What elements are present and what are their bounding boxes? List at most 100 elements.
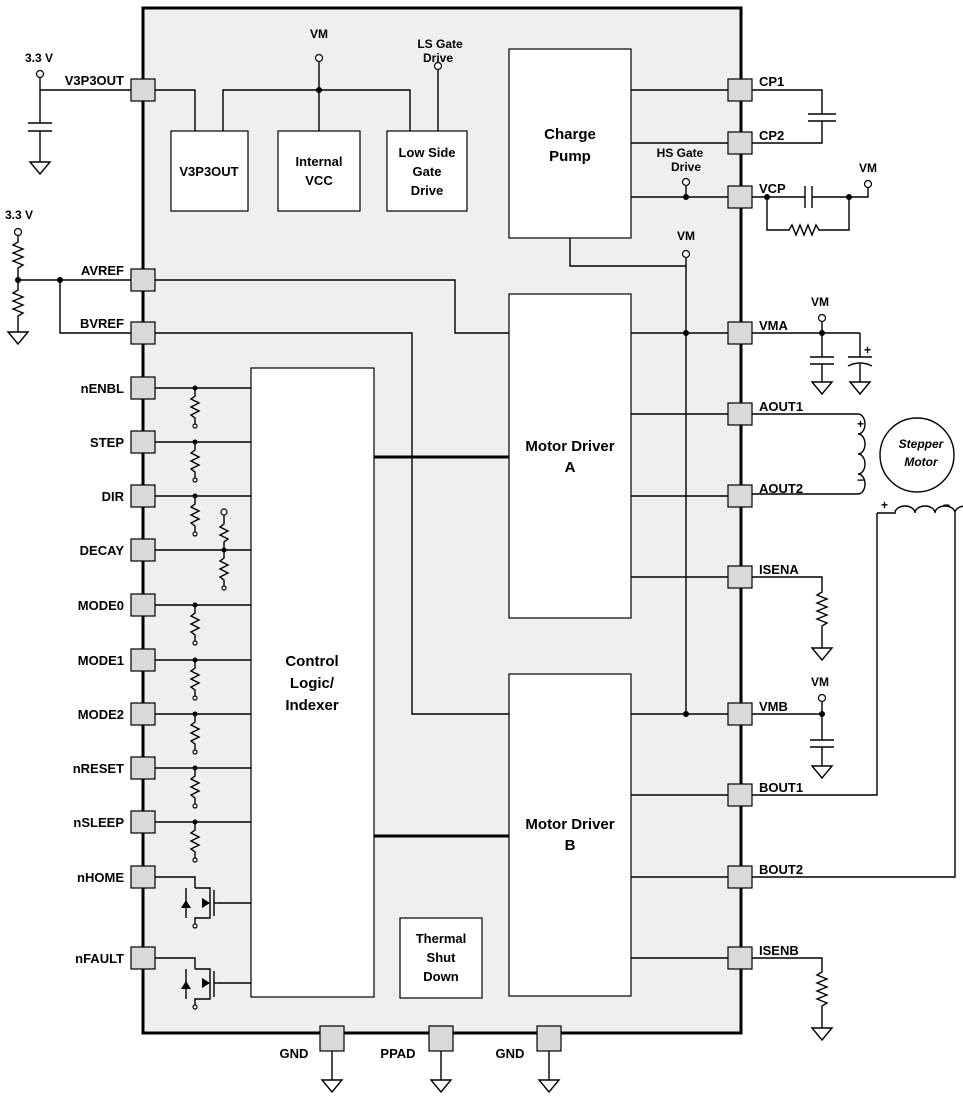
right-pins: CP1 CP2 VCP VMA AOUT1 AOUT2 ISENA VMB BO…: [727, 74, 803, 970]
pin-bvref: BVREF: [80, 316, 156, 345]
v3p3out-external: 3.3 V: [25, 51, 131, 176]
control-line2: Logic/: [290, 675, 335, 692]
coil-b-plus: +: [881, 498, 888, 512]
pulldown-dir: [189, 493, 201, 537]
pin-label-aout1: AOUT1: [759, 399, 803, 414]
pulldown-nreset: [189, 765, 201, 809]
pin-label-avref: AVREF: [81, 263, 124, 278]
motor-b-line1: Motor Driver: [525, 816, 614, 833]
low-side-line1: Low Side: [398, 145, 455, 160]
control-line3: Indexer: [285, 697, 339, 714]
pin-label-bout1: BOUT1: [759, 780, 803, 795]
pin-vcp: VCP: [727, 181, 786, 209]
pin-nenbl: nENBL: [81, 376, 156, 400]
pin-gnd-left: GND: [280, 1025, 345, 1094]
pin-label-isenb: ISENB: [759, 943, 799, 958]
pin-label-vcp: VCP: [759, 181, 786, 196]
internal-wiring: [155, 62, 728, 984]
pin-aout1: AOUT1: [727, 399, 803, 426]
pulldown-nsleep: [189, 819, 201, 863]
pin-label-decay: DECAY: [80, 543, 125, 558]
pin-label-vma: VMA: [759, 318, 789, 333]
charge-pump-block: Charge Pump: [508, 48, 632, 239]
v3p3out-block-label: V3P3OUT: [179, 164, 238, 179]
internal-vcc-block: Internal VCC: [277, 130, 361, 212]
pin-label-nfault: nFAULT: [75, 951, 124, 966]
pin-isenb: ISENB: [727, 943, 799, 970]
pin-nreset: nRESET: [73, 756, 156, 780]
pin-label-gnd-right: GND: [496, 1046, 525, 1061]
nhome-mosfet: [181, 887, 218, 929]
bulk-cap-plus: +: [864, 343, 871, 357]
pin-label-vmb: VMB: [759, 699, 788, 714]
hs-gate-line2: Drive: [671, 160, 701, 174]
low-side-gate-drive-block: Low Side Gate Drive: [386, 130, 468, 212]
v3p3out-block: V3P3OUT: [170, 130, 249, 212]
pin-decay: DECAY: [80, 538, 156, 562]
charge-pump-line1: Charge: [544, 126, 596, 143]
motor-b-line2: B: [565, 837, 576, 854]
pulldown-mode1: [189, 657, 201, 701]
pin-label-step: STEP: [90, 435, 124, 450]
pin-label-mode1: MODE1: [78, 653, 124, 668]
internal-vcc-line1: Internal: [296, 154, 343, 169]
coil-b-minus: −: [943, 498, 950, 512]
pin-nfault: nFAULT: [75, 946, 156, 970]
motor-a-line1: Motor Driver: [525, 438, 614, 455]
pin-v3p3out: V3P3OUT: [65, 73, 156, 102]
low-side-line2: Gate: [413, 164, 442, 179]
stepper-line1: Stepper: [899, 437, 945, 451]
charge-pump-line2: Pump: [549, 148, 591, 165]
pin-label-gnd-left: GND: [280, 1046, 309, 1061]
vcp-network-external: VM: [752, 161, 877, 237]
decay-divider: [218, 508, 230, 591]
pin-label-bout2: BOUT2: [759, 862, 803, 877]
cp-capacitor-external: [752, 89, 836, 144]
motor-driver-a-block: Motor Driver A: [508, 293, 632, 619]
pulldown-step: [189, 439, 201, 483]
thermal-line2: Shut: [427, 950, 457, 965]
vm-label-vma: VM: [811, 295, 829, 309]
pulldown-mode2: [189, 711, 201, 755]
vm-label-rail: VM: [677, 229, 695, 243]
pin-vmb: VMB: [727, 699, 788, 726]
thermal-shutdown-block: Thermal Shut Down: [399, 917, 483, 999]
thermal-line3: Down: [423, 969, 458, 984]
vm-label-vmb: VM: [811, 675, 829, 689]
pin-gnd-right: GND: [496, 1025, 562, 1094]
pin-label-nenbl: nENBL: [81, 381, 124, 396]
ls-gate-label: LS Gate Drive: [417, 37, 463, 71]
pin-bout2: BOUT2: [727, 862, 803, 889]
control-line1: Control: [285, 653, 338, 670]
pin-nsleep: nSLEEP: [73, 810, 156, 834]
bottom-pins: GND PPAD GND: [280, 1025, 562, 1094]
pin-ppad: PPAD: [380, 1025, 454, 1094]
vm-label-vcp: VM: [859, 161, 877, 175]
supply-33v-top: 3.3 V: [25, 51, 53, 65]
pin-cp2: CP2: [727, 128, 784, 155]
vm-internal-label: VM: [310, 27, 328, 63]
control-logic-block: Control Logic/ Indexer: [250, 367, 375, 998]
vref-divider-external: 3.3 V: [5, 208, 131, 346]
pin-label-isena: ISENA: [759, 562, 799, 577]
motor-driver-b-block: Motor Driver B: [508, 673, 632, 997]
pin-label-bvref: BVREF: [80, 316, 124, 331]
pin-dir: DIR: [102, 484, 156, 508]
pin-label-dir: DIR: [102, 489, 125, 504]
pin-label-nreset: nRESET: [73, 761, 124, 776]
hs-gate-line1: HS Gate: [657, 146, 704, 160]
pin-aout2: AOUT2: [727, 481, 803, 508]
isena-sense-resistor: [752, 576, 834, 662]
stepper-motor-symbol: Stepper Motor: [879, 417, 955, 493]
left-pins: V3P3OUT AVREF BVREF nENBL STEP DIR DECAY…: [65, 73, 156, 970]
hs-gate-label: HS Gate Drive: [657, 146, 704, 187]
pin-label-nsleep: nSLEEP: [73, 815, 124, 830]
stepper-line2: Motor: [904, 455, 939, 469]
stepper-coil-b: + −: [752, 498, 963, 878]
pulldown-nenbl: [189, 385, 201, 429]
vm-label-top: VM: [310, 27, 328, 41]
pulldown-resistors: [189, 385, 230, 863]
pin-avref: AVREF: [81, 263, 156, 292]
ls-gate-line2: Drive: [423, 51, 453, 65]
